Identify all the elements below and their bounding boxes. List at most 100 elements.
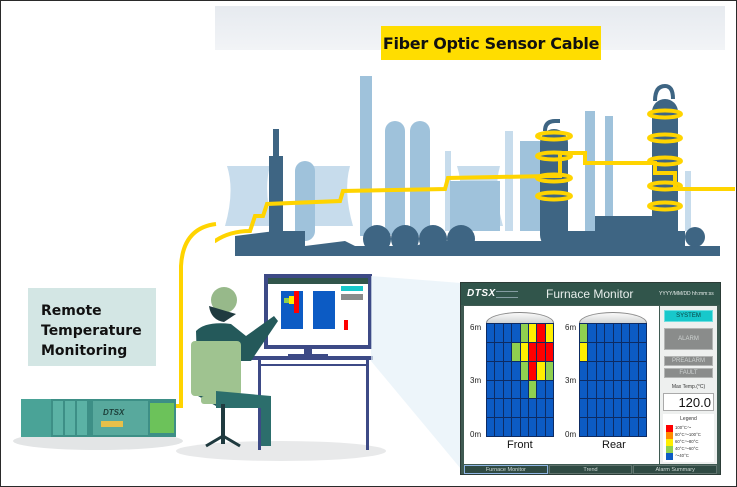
heatmap-cell: [638, 380, 646, 399]
heatmap-cell: [580, 342, 588, 361]
heatmap-cell: [537, 361, 545, 380]
front-tank-heatmap[interactable]: [486, 323, 554, 437]
rear-tank-label: Rear: [602, 439, 626, 451]
heatmap-cell: [580, 361, 588, 380]
heatmap-cell: [621, 380, 630, 399]
tank-view-area: 6m 3m 0m Front 6m 3m 0m Rear: [464, 306, 659, 464]
heatmap-cell: [528, 361, 537, 380]
heatmap-cell: [638, 399, 646, 418]
heatmap-cell: [638, 342, 646, 361]
heatmap-cell: [520, 418, 528, 436]
zoom-beam: [371, 276, 461, 469]
heatmap-cell: [512, 361, 520, 380]
heatmap-cell: [537, 342, 545, 361]
heatmap-cell: [503, 418, 512, 436]
rear-tank-dome: [579, 312, 647, 323]
heatmap-cell: [537, 399, 545, 418]
heatmap-cell: [613, 361, 621, 380]
legend-item: 100°C～: [666, 424, 691, 432]
heatmap-cell: [537, 324, 545, 342]
heatmap-cell: [630, 342, 638, 361]
max-temp-label: Max Temp.(°C): [671, 384, 706, 390]
heatmap-cell: [630, 324, 638, 342]
heatmap-cell: [588, 399, 596, 418]
heatmap-cell: [605, 324, 613, 342]
legend-swatch-yellow: [666, 438, 673, 446]
monitor-header: [461, 283, 720, 305]
heatmap-cell: [638, 324, 646, 342]
heatmap-cell: [605, 361, 613, 380]
alarm-button[interactable]: ALARM: [664, 328, 713, 350]
heatmap-cell: [630, 399, 638, 418]
heatmap-cell: [545, 418, 553, 436]
heatmap-cell: [487, 380, 495, 399]
tab-furnace-monitor[interactable]: Furnace Monitor: [464, 465, 548, 474]
front-axis-0m: 0m: [470, 430, 482, 439]
heatmap-cell: [545, 324, 553, 342]
cable-drop: [171, 222, 217, 408]
tab-alarm-summary[interactable]: Alarm Summary: [633, 465, 718, 474]
heatmap-cell: [495, 380, 503, 399]
heatmap-cell: [512, 324, 520, 342]
heatmap-cell: [495, 342, 503, 361]
heatmap-cell: [545, 342, 553, 361]
heatmap-cell: [520, 380, 528, 399]
heatmap-cell: [545, 380, 553, 399]
heatmap-cell: [503, 361, 512, 380]
heatmap-cell: [528, 342, 537, 361]
front-tank-label: Front: [507, 439, 533, 451]
heatmap-cell: [487, 361, 495, 380]
system-button[interactable]: SYSTEM: [664, 310, 713, 322]
heatmap-cell: [487, 399, 495, 418]
fiber-optic-title: Fiber Optic Sensor Cable: [381, 26, 601, 60]
heatmap-cell: [596, 342, 605, 361]
furnace-monitor-panel: DTSX Furnace Monitor YYYY/MM/DD hh:mm:ss…: [460, 282, 721, 475]
front-axis-3m: 3m: [470, 376, 482, 385]
heatmap-cell: [503, 342, 512, 361]
remote-monitoring-label: Remote Temperature Monitoring: [41, 303, 142, 359]
heatmap-cell: [520, 361, 528, 380]
heatmap-cell: [596, 399, 605, 418]
fiber-optic-cable: [215, 108, 735, 243]
heatmap-cell: [638, 361, 646, 380]
rear-axis-6m: 6m: [565, 323, 577, 332]
heatmap-cell: [613, 418, 621, 436]
front-tank-dome: [486, 312, 554, 323]
heatmap-cell: [545, 399, 553, 418]
heatmap-cell: [630, 418, 638, 436]
tab-trend[interactable]: Trend: [548, 465, 633, 474]
legend-item: ～40°C: [666, 452, 689, 460]
status-sidebar: SYSTEM ALARM PREALARM FAULT Max Temp.(°C…: [660, 306, 717, 464]
temperature-legend: Legend 100°C～ 80°C～100°C 60°C～80°C 40°C～…: [663, 414, 714, 462]
heatmap-cell: [512, 342, 520, 361]
heatmap-cell: [520, 324, 528, 342]
heatmap-cell: [580, 418, 588, 436]
heatmap-cell: [495, 324, 503, 342]
monitor-tabs: Furnace Monitor Trend Alarm Summary: [464, 465, 718, 474]
heatmap-cell: [613, 324, 621, 342]
heatmap-cell: [503, 399, 512, 418]
industrial-plant-illustration: [215, 76, 735, 256]
heatmap-cell: [495, 361, 503, 380]
logo-subtext: [496, 291, 518, 298]
heatmap-cell: [588, 324, 596, 342]
prealarm-button[interactable]: PREALARM: [664, 356, 713, 366]
heatmap-cell: [520, 399, 528, 418]
heatmap-cell: [528, 399, 537, 418]
heatmap-cell: [613, 342, 621, 361]
monitor-datetime: YYYY/MM/DD hh:mm:ss: [659, 291, 714, 297]
legend-swatch-green: [666, 445, 673, 453]
heatmap-cell: [621, 361, 630, 380]
device-logo: DTSX: [103, 408, 125, 417]
heatmap-cell: [613, 399, 621, 418]
heatmap-cell: [605, 342, 613, 361]
heatmap-cell: [613, 380, 621, 399]
heatmap-cell: [487, 418, 495, 436]
heatmap-cell: [621, 399, 630, 418]
remote-monitoring-box: [28, 288, 156, 366]
fault-button[interactable]: FAULT: [664, 368, 713, 378]
heatmap-cell: [528, 380, 537, 399]
heatmap-cell: [596, 361, 605, 380]
rear-tank-heatmap[interactable]: [579, 323, 647, 437]
